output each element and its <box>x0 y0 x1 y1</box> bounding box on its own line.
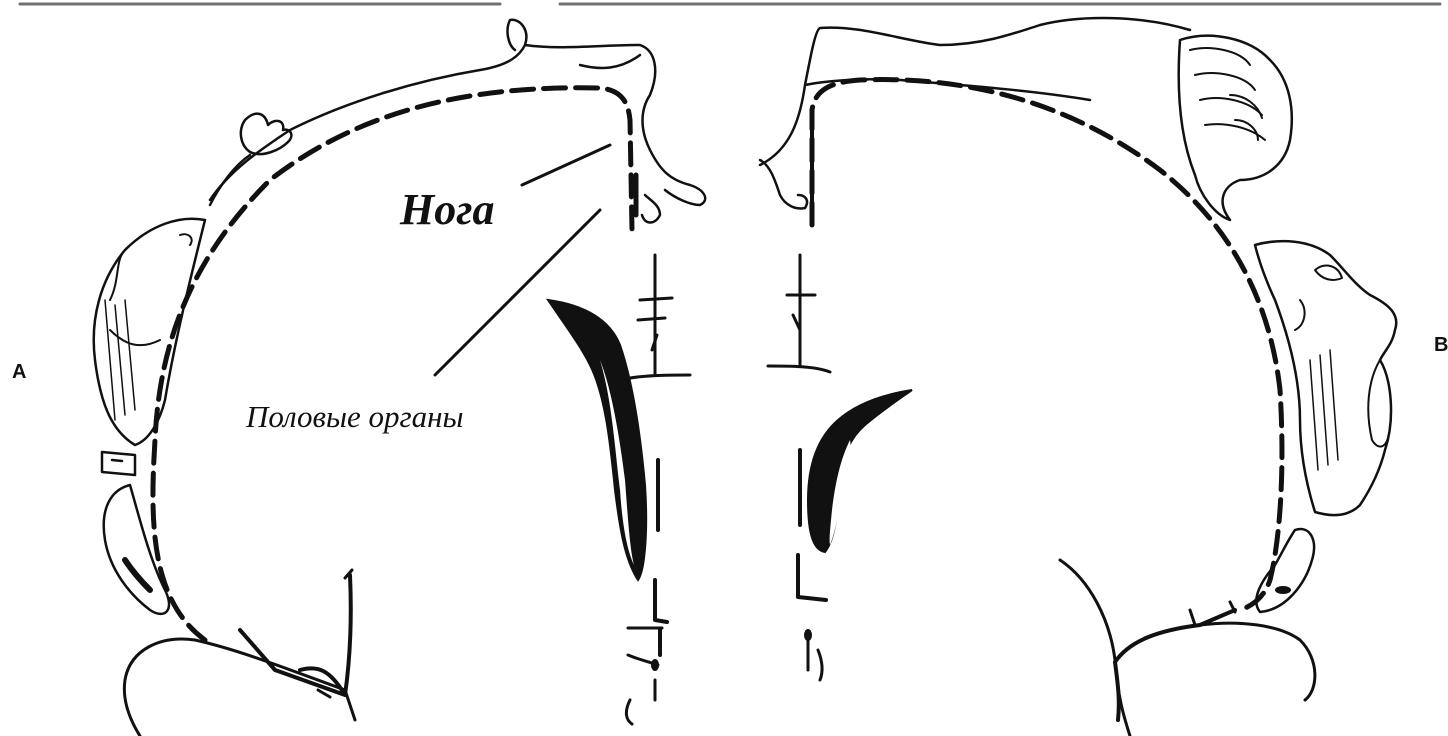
left-homunculus-tongue <box>104 485 169 614</box>
right-temporal-contour <box>1060 560 1315 736</box>
midline-structures <box>435 110 912 724</box>
right-homunculus-hand <box>1179 36 1292 220</box>
left-homunculus-jaw <box>102 452 135 475</box>
right-homunculus-foot <box>760 160 807 208</box>
right-ventricle <box>808 390 912 552</box>
left-medial-sulcus <box>620 255 690 380</box>
leg-pointer-line <box>522 145 610 185</box>
right-sylvian-branch <box>1115 610 1235 720</box>
label-a: A <box>12 361 26 383</box>
genitals-pointer-line <box>435 210 600 375</box>
genitals-label: Половые органы <box>245 399 463 434</box>
left-sylvian-branch <box>240 575 351 695</box>
left-homunculus-foot <box>642 195 660 223</box>
right-cortex-dashed-outline <box>812 80 1282 610</box>
right-homunculus-tongue <box>1256 529 1314 612</box>
left-homunculus-face <box>94 219 205 445</box>
left-cortex-dashed-outline <box>153 88 632 640</box>
left-ventricle <box>548 300 646 580</box>
label-b: B <box>1434 334 1448 356</box>
right-hemisphere: B <box>760 18 1448 736</box>
right-medial-sulcus <box>768 255 830 372</box>
leg-label: Нога <box>399 185 494 234</box>
